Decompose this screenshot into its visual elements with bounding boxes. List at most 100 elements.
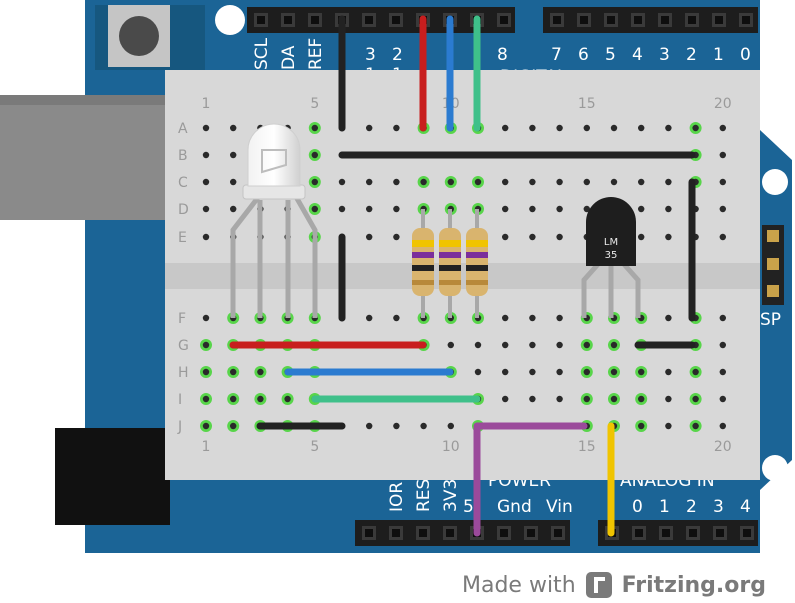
breadboard-row-label: H <box>178 365 189 381</box>
power-pin-label: Vin <box>546 497 573 517</box>
digital-pin-label: 3 <box>659 45 670 65</box>
breadboard-hole <box>202 368 210 376</box>
usb-connector <box>0 95 170 220</box>
breadboard-hole <box>502 124 509 132</box>
breadboard-hole <box>529 233 536 241</box>
lm35-sensor[interactable]: LM 35 <box>581 197 641 318</box>
power-pin-label: 5 <box>463 497 474 517</box>
breadboard-column-label: 20 <box>714 439 732 455</box>
breadboard-hole <box>719 395 726 403</box>
breadboard-hole <box>393 178 400 186</box>
made-with-label: Made with <box>462 572 576 598</box>
breadboard-hole <box>230 124 237 132</box>
breadboard-hole <box>230 422 237 430</box>
breadboard-hole <box>393 124 400 132</box>
breadboard-hole <box>502 395 509 403</box>
breadboard-hole <box>230 205 237 213</box>
breadboard-hole <box>311 151 318 159</box>
analog-pin-label: 3 <box>713 497 724 517</box>
breadboard-hole <box>638 205 645 213</box>
breadboard-hole <box>202 395 210 403</box>
breadboard-hole <box>719 314 726 322</box>
digital-pin-label: 2 <box>392 45 403 65</box>
breadboard-hole <box>447 341 454 349</box>
breadboard-hole <box>556 178 563 186</box>
breadboard-hole <box>420 422 427 430</box>
breadboard-hole <box>311 178 318 186</box>
breadboard-hole <box>393 422 400 430</box>
mounting-hole <box>762 455 788 481</box>
breadboard-row-label: B <box>178 148 188 164</box>
mounting-hole <box>762 169 788 195</box>
rgb-led[interactable] <box>230 123 318 318</box>
icsp-header <box>762 225 784 305</box>
resistor[interactable] <box>439 209 461 318</box>
breadboard-hole <box>665 178 672 186</box>
breadboard-hole <box>719 205 726 213</box>
breadboard-column-label: 5 <box>310 96 319 112</box>
breadboard-hole <box>202 205 210 213</box>
breadboard-hole <box>583 205 590 213</box>
breadboard-hole <box>665 395 672 403</box>
breadboard-row-label: D <box>178 202 189 218</box>
breadboard-hole <box>719 368 726 376</box>
power-pin-label: IOR <box>387 482 407 512</box>
power-pin-label: RES <box>414 479 434 512</box>
analog-pin-label: 2 <box>686 497 697 517</box>
breadboard-hole <box>556 205 563 213</box>
breadboard-hole <box>474 368 482 376</box>
breadboard-row-label: E <box>178 230 187 246</box>
breadboard-hole <box>447 178 454 186</box>
breadboard-hole <box>202 341 210 349</box>
breadboard-hole <box>719 178 726 186</box>
breadboard-hole <box>230 178 237 186</box>
breadboard-hole <box>665 205 672 213</box>
digital-pin-label: DA <box>279 45 299 70</box>
breadboard-hole <box>502 368 509 376</box>
breadboard-row-label: F <box>178 311 186 327</box>
fritzing-footer: Made with Fritzing.org <box>462 568 766 602</box>
breadboard-hole <box>230 395 237 403</box>
breadboard-hole <box>719 151 726 159</box>
breadboard-hole <box>202 233 210 241</box>
breadboard-hole <box>529 341 536 349</box>
breadboard-hole <box>202 151 210 159</box>
digital-pin-label: 0 <box>740 45 751 65</box>
fritzing-logo-icon <box>585 572 612 598</box>
resistor[interactable] <box>412 209 434 318</box>
digital-pin-label: REF <box>306 38 326 70</box>
breadboard-column-label: 15 <box>578 96 596 112</box>
breadboard-hole <box>610 368 618 376</box>
digital-pin-label: 7 <box>551 45 562 65</box>
digital-pin-label: 2 <box>686 45 697 65</box>
breadboard-hole <box>692 422 699 430</box>
breadboard-hole <box>230 151 237 159</box>
breadboard-hole <box>529 178 536 186</box>
power-pin-label: 3V3 <box>441 479 461 512</box>
digital-pin-label: SCL <box>252 37 272 70</box>
analog-pin-label: 4 <box>740 497 751 517</box>
fritzing-brand-label: Fritzing.org <box>621 572 766 598</box>
breadboard-hole <box>366 314 373 322</box>
breadboard-center-channel <box>165 263 760 289</box>
breadboard-hole <box>366 205 373 213</box>
breadboard-hole <box>311 124 318 132</box>
breadboard-hole <box>311 205 318 213</box>
wire-purple-gnd[interactable] <box>473 422 588 537</box>
breadboard-hole <box>610 178 618 186</box>
digital-pin-label: 4 <box>632 45 643 65</box>
breadboard-column-label: 1 <box>202 96 211 112</box>
breadboard-hole <box>719 422 726 430</box>
breadboard-hole <box>556 368 563 376</box>
breadboard-hole <box>202 124 210 132</box>
breadboard-hole <box>366 233 373 241</box>
analog-pin-label: 1 <box>659 497 670 517</box>
breadboard-hole <box>202 314 210 322</box>
breadboard-hole <box>638 422 645 430</box>
resistor[interactable] <box>466 209 488 318</box>
breadboard-row-label: I <box>178 392 182 408</box>
sensor-label-lm: LM <box>604 237 618 248</box>
breadboard-hole <box>638 124 645 132</box>
